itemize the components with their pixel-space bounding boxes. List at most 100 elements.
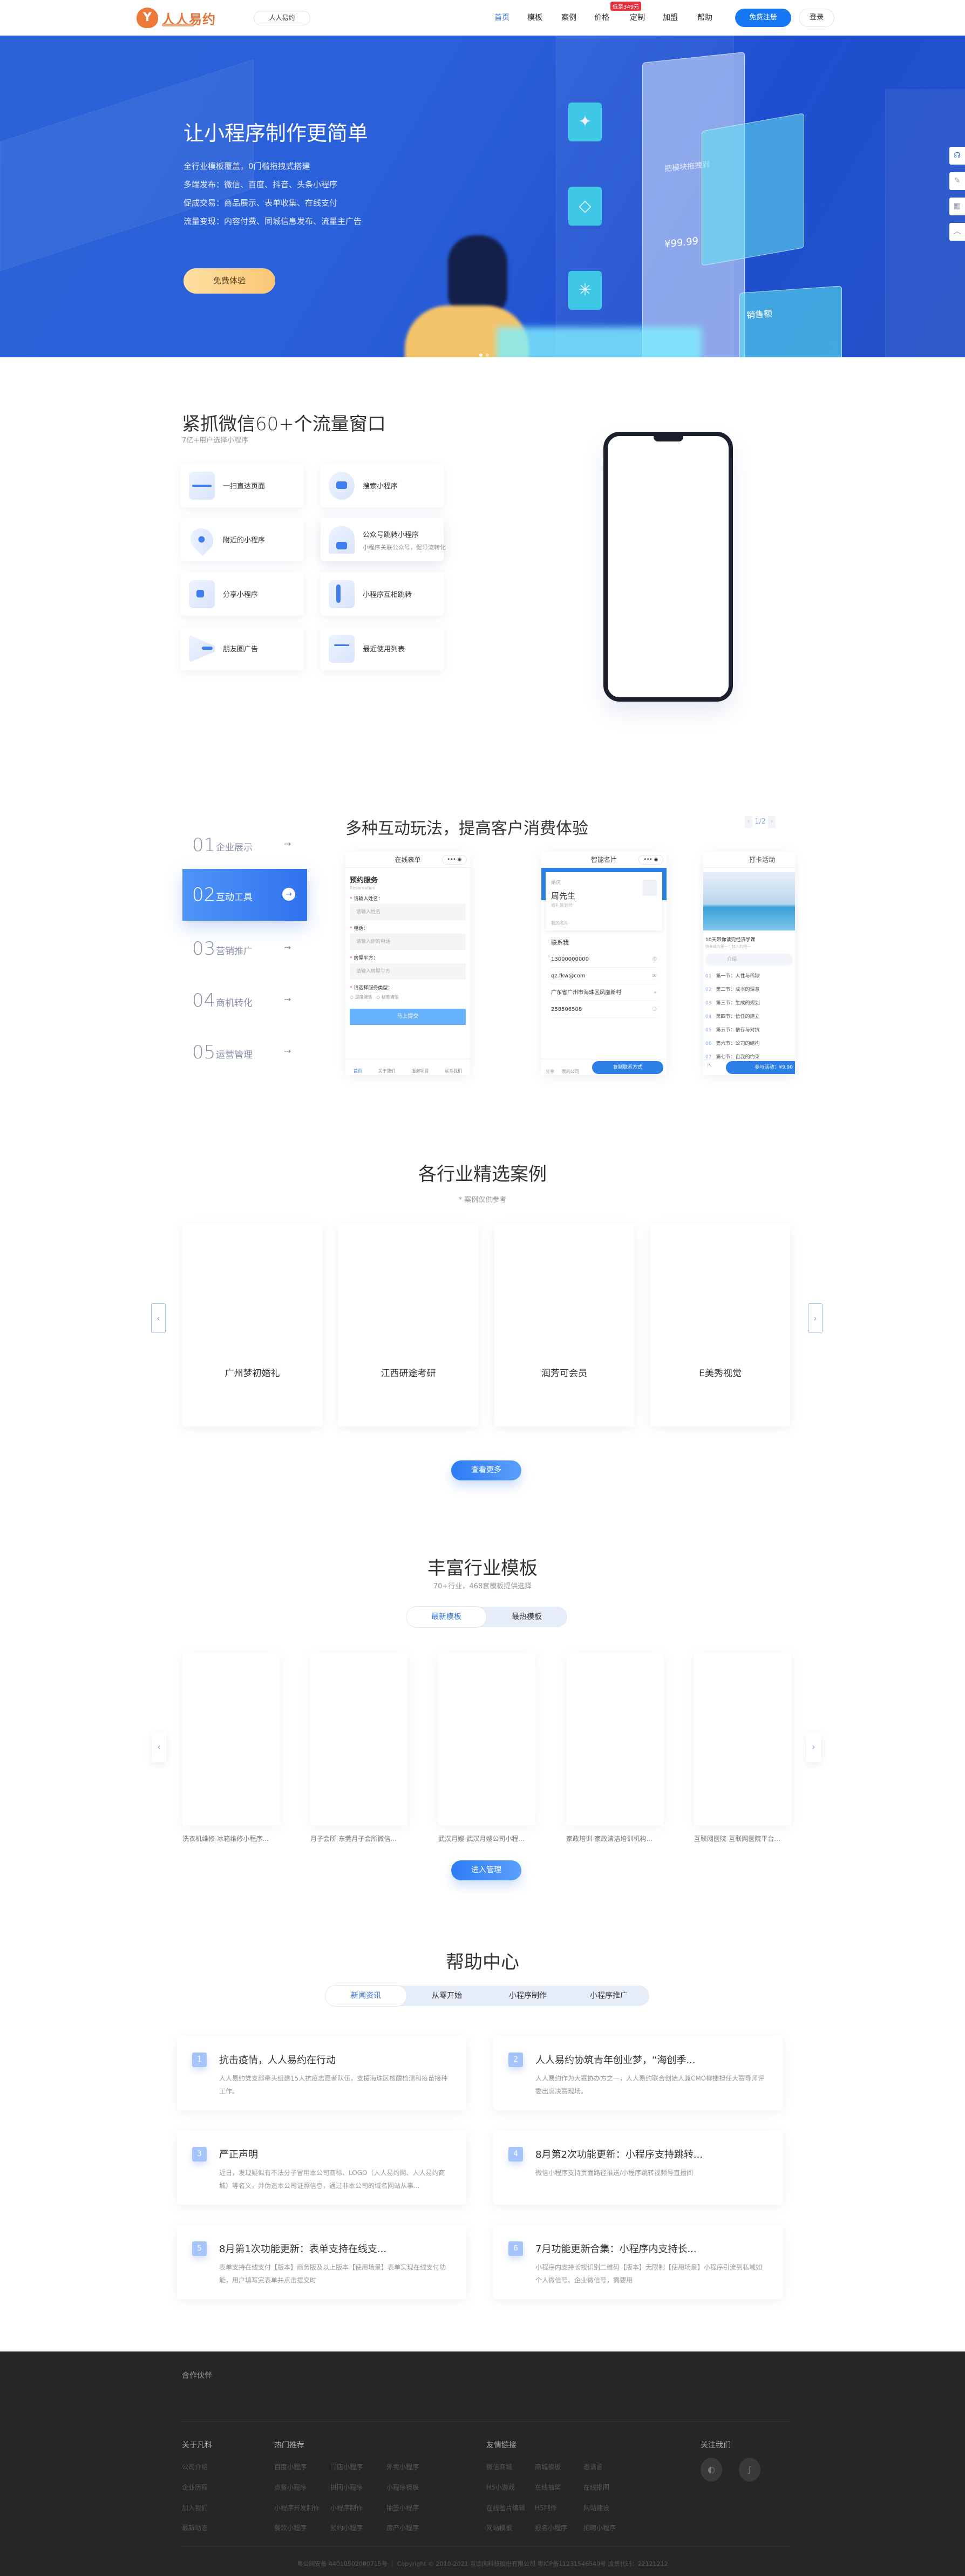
- contact-row[interactable]: 258506508❍: [551, 1001, 657, 1018]
- nav-item-custom[interactable]: 定制: [630, 13, 645, 22]
- footer-link[interactable]: 公司介绍: [182, 2463, 208, 2471]
- tab-getting-started[interactable]: 从零开始: [432, 1992, 462, 2000]
- tab-company[interactable]: 我的公司: [562, 1069, 579, 1074]
- footer-link[interactable]: 百度小程序: [274, 2463, 307, 2471]
- login-button[interactable]: 登录: [799, 9, 834, 27]
- template-name[interactable]: 家政培训-家政清洁培训机构...: [566, 1835, 653, 1843]
- nav-item-help[interactable]: 帮助: [697, 13, 712, 22]
- template-card[interactable]: [566, 1653, 663, 1825]
- logo-icon[interactable]: Y: [137, 8, 158, 28]
- tab-contact[interactable]: 联系我们: [445, 1069, 463, 1073]
- register-button[interactable]: 免费注册: [735, 9, 791, 27]
- feature-card[interactable]: 最近使用列表: [321, 627, 444, 670]
- footer-link[interactable]: 小程序开发制作: [274, 2504, 320, 2512]
- carousel-next-button[interactable]: ›: [808, 1303, 823, 1333]
- share-icon[interactable]: ⇱: [708, 1063, 712, 1069]
- feature-card[interactable]: 朋友圈广告: [181, 627, 304, 670]
- tab-latest[interactable]: 最新模板: [406, 1607, 486, 1627]
- tab-hottest[interactable]: 最热模板: [512, 1613, 542, 1621]
- phone-input[interactable]: 请输入你的电话: [350, 934, 466, 950]
- nav-item-home[interactable]: 首页: [494, 13, 509, 22]
- tab-home[interactable]: 首页: [353, 1069, 362, 1073]
- carousel-next-button[interactable]: ›: [806, 1732, 821, 1762]
- footer-link[interactable]: 外卖小程序: [386, 2463, 419, 2471]
- footer-link[interactable]: 微信商城: [486, 2463, 513, 2471]
- feature-card[interactable]: 一扫直达页面: [181, 464, 304, 507]
- footer-link[interactable]: 房产小程序: [386, 2524, 419, 2532]
- intro-tab[interactable]: 介绍: [705, 954, 793, 966]
- brand-pill[interactable]: 人人易约: [254, 11, 310, 25]
- tab-news[interactable]: 新闻资讯: [325, 1986, 406, 2006]
- feature-card[interactable]: 小程序互相跳转: [321, 573, 444, 616]
- footer-link[interactable]: 餐饮小程序: [274, 2524, 307, 2532]
- carousel-dot[interactable]: [479, 354, 483, 357]
- footer-link[interactable]: 在线抠图: [583, 2484, 610, 2491]
- feature-card[interactable]: 搜索小程序: [321, 464, 444, 507]
- template-name[interactable]: 武汉月嫂-武汉月嫂公司小程...: [438, 1835, 525, 1843]
- footer-link[interactable]: 招聘小程序: [583, 2524, 616, 2532]
- prev-page-button[interactable]: ‹: [745, 816, 752, 828]
- case-card[interactable]: 广州梦初婚礼: [182, 1224, 322, 1426]
- footer-link[interactable]: 拼团小程序: [330, 2484, 363, 2491]
- contact-row[interactable]: 13000000000✆: [551, 951, 657, 968]
- case-card[interactable]: 润芳可会员: [494, 1224, 634, 1426]
- footer-link[interactable]: 报名小程序: [535, 2524, 568, 2532]
- contact-row[interactable]: qz.fkw@com✉: [551, 968, 657, 984]
- contact-row[interactable]: 广东省广州市海珠区凤凰新村⌖: [551, 984, 657, 1001]
- tab-services[interactable]: 服务项目: [411, 1069, 429, 1073]
- feature-card[interactable]: 附近的小程序: [181, 518, 304, 561]
- footer-link[interactable]: 在线抽奖: [535, 2484, 561, 2491]
- case-card[interactable]: E美秀视觉: [650, 1224, 790, 1426]
- chevron-up-icon[interactable]: ︿: [949, 223, 965, 241]
- radio-option[interactable]: ○ 深度清洁: [350, 995, 372, 1000]
- footer-link[interactable]: H5制作: [535, 2504, 557, 2512]
- nav-item-franchise[interactable]: 加盟: [663, 13, 678, 22]
- feature-card[interactable]: 分享小程序: [181, 573, 304, 616]
- template-card[interactable]: [182, 1653, 280, 1825]
- headset-icon[interactable]: ☊: [949, 147, 965, 165]
- footer-link[interactable]: 在线图片编辑: [486, 2504, 526, 2512]
- footer-link[interactable]: 门店小程序: [330, 2463, 363, 2471]
- carousel-prev-button[interactable]: ‹: [151, 1303, 166, 1333]
- footer-link[interactable]: H5小游戏: [486, 2484, 515, 2491]
- template-name[interactable]: 洗衣机维修-冰箱维修小程序...: [182, 1835, 269, 1843]
- enter-management-button[interactable]: 进入管理: [451, 1860, 521, 1880]
- template-name[interactable]: 月子会所-东莞月子会所微信...: [310, 1835, 397, 1843]
- feature-card[interactable]: 公众号跳转小程序小程序关联公众号，促导流转化: [321, 518, 446, 561]
- case-card[interactable]: 江西研途考研: [338, 1224, 478, 1426]
- view-more-button[interactable]: 查看更多: [451, 1460, 521, 1480]
- template-card[interactable]: [694, 1653, 791, 1825]
- join-activity-button[interactable]: 参与活动：¥9.90: [726, 1061, 795, 1074]
- footer-link[interactable]: 加入我们: [182, 2504, 208, 2512]
- carousel-prev-button[interactable]: ‹: [152, 1732, 166, 1762]
- next-page-button[interactable]: ›: [768, 816, 776, 828]
- footer-link[interactable]: 网站模板: [486, 2524, 513, 2532]
- tab-mini-program-making[interactable]: 小程序制作: [509, 1992, 547, 2000]
- footer-link[interactable]: 点餐小程序: [274, 2484, 307, 2491]
- footer-link[interactable]: 小程序制作: [330, 2504, 363, 2512]
- carousel-dot[interactable]: [486, 354, 489, 357]
- nav-item-cases[interactable]: 案例: [561, 13, 576, 22]
- template-card[interactable]: [438, 1653, 535, 1825]
- nav-item-templates[interactable]: 模板: [527, 13, 542, 22]
- submit-button[interactable]: 马上提交: [350, 1009, 466, 1025]
- footer-link[interactable]: 企业历程: [182, 2484, 208, 2491]
- area-input[interactable]: 请输入房屋平方: [350, 963, 466, 980]
- footer-link[interactable]: 抽签小程序: [386, 2504, 419, 2512]
- template-card[interactable]: [310, 1653, 407, 1825]
